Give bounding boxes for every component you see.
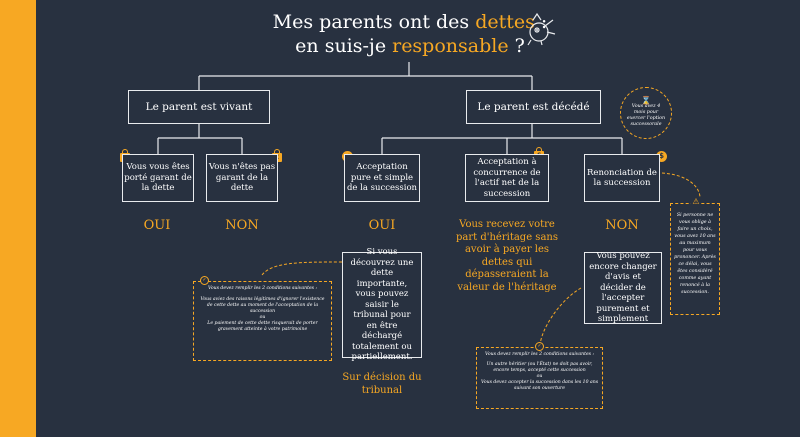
box-renunciation: Renonciation de la succession [584, 154, 660, 202]
box-renounce-detail: Vous pouvez encore changer d'avis et déc… [584, 251, 662, 325]
box-guarantor-no: Vous n'êtes pas garant de la dette [206, 154, 278, 202]
note-bottom-or: ou [536, 374, 543, 379]
box-parent-deceased-label: Le parent est décédé [477, 101, 590, 113]
box-parent-alive-label: Le parent est vivant [145, 101, 253, 113]
box-net-acceptance: Acceptation à concurrence de l'actif net… [465, 154, 549, 202]
title-line1-suffix: : [534, 11, 548, 33]
box-parent-alive: Le parent est vivant [128, 90, 270, 124]
box-net-acceptance-label: Acceptation à concurrence de l'actif net… [473, 157, 541, 199]
tribunal-footnote: Sur décision du tribunal [342, 372, 422, 396]
box-guarantor-yes-label: Vous vous êtes porté garant de la dette [124, 162, 192, 194]
note-right-text: Si personne ne vous oblige à faire un ch… [674, 213, 716, 295]
note-ten-years: ⚠ Si personne ne vous oblige à faire un … [670, 197, 720, 315]
title-line2-suffix: ? [508, 35, 525, 57]
box-pure-detail-text: Si vous découvrez une dette importante, … [350, 247, 414, 363]
title-line2-prefix: en suis-je [295, 35, 393, 57]
coin-bird-icon [527, 12, 556, 46]
check-badge-icon: ✓ [535, 342, 544, 351]
note-conditions-tribunal: ✓ Vous devez remplir les 2 conditions su… [193, 276, 332, 361]
note-conditions-change-mind: ✓ Vous devez remplir les 2 conditions su… [476, 342, 603, 409]
check-badge-icon: ✓ [200, 276, 209, 285]
page-title: Mes parents ont des dettes : en suis-je … [260, 10, 560, 58]
note-bottom-cond1: Un autre héritier (ou l'État) ne doit pa… [486, 362, 593, 373]
box-guarantor-no-label: Vous n'êtes pas garant de la dette [208, 162, 276, 194]
note-left-cond2: Le paiement de cette dette risquerait de… [207, 321, 318, 332]
check-badge-icon: $ [656, 151, 667, 162]
box-pure-acceptance-label: Acceptation pure et simple de la success… [346, 162, 418, 194]
left-accent-stripe [0, 0, 36, 437]
box-pure-acceptance: Acceptation pure et simple de la success… [344, 154, 420, 202]
note-left-intro: Vous devez remplir les 2 conditions suiv… [207, 286, 318, 291]
warning-icon: ⚠ [691, 197, 701, 207]
answer-pure-yes: OUI [368, 218, 396, 233]
answer-yes: OUI [143, 218, 171, 233]
box-guarantor-yes: Vous vous êtes porté garant de la dette [122, 154, 194, 202]
note-left-cond1: Vous aviez des raisons légitimes d'ignor… [200, 297, 325, 314]
title-line1-prefix: Mes parents ont des [272, 11, 476, 33]
box-renounce-detail-text: Vous pouvez encore changer d'avis et déc… [589, 251, 657, 325]
answer-no: NON [225, 218, 259, 233]
box-renunciation-label: Renonciation de la succession [587, 167, 657, 189]
title-line1-highlight: dettes [475, 11, 535, 33]
timer-note: ⌛ Vous avez 4 mois pour exercer l'option… [620, 87, 672, 139]
net-acceptance-detail: Vous recevez votre part d'héritage sans … [456, 219, 558, 293]
note-bottom-intro: Vous devez remplir les 2 conditions suiv… [484, 352, 595, 357]
answer-renounce-no: NON [605, 218, 639, 233]
timer-note-text: Vous avez 4 mois pour exercer l'option s… [626, 104, 666, 127]
box-parent-deceased: Le parent est décédé [466, 90, 601, 124]
hourglass-icon: ⌛ [641, 96, 651, 105]
title-line2-highlight: responsable [392, 35, 509, 57]
note-bottom-cond2: Vous devez accepter la succession dans l… [480, 380, 599, 391]
box-pure-detail: Si vous découvrez une dette importante, … [342, 247, 422, 362]
note-left-or: ou [259, 315, 266, 320]
